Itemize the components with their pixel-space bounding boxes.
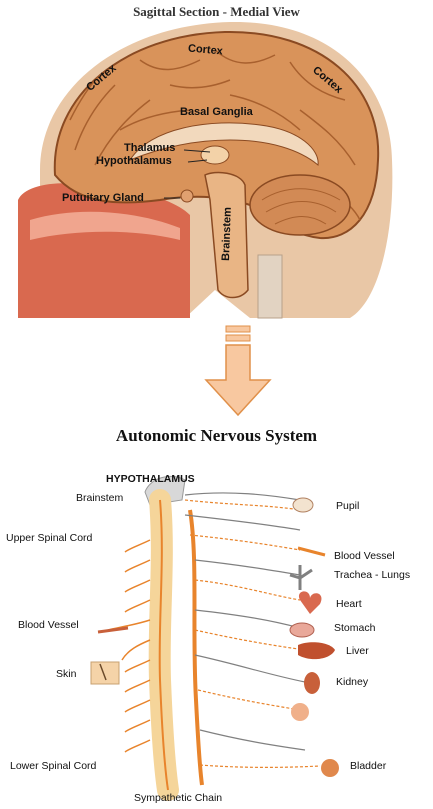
top-title: Sagittal Section - Medial View [0,4,433,20]
blood-vessel-organ [298,548,325,555]
label-basal-ganglia: Basal Ganglia [180,106,253,118]
label-kidney: Kidney [336,676,368,688]
label-blood-vessel-left: Blood Vessel [18,619,79,631]
stomach-organ [290,623,314,637]
intestine-organ [291,703,309,721]
label-bladder: Bladder [350,760,386,772]
label-lower-spinal-cord: Lower Spinal Cord [10,760,96,772]
section-title: Autonomic Nervous System [0,426,433,446]
ans-illustration [91,476,339,790]
skin-swatch [91,662,119,684]
label-trachea-lungs: Trachea - Lungs [334,569,410,581]
label-liver: Liver [346,645,369,657]
bladder-organ [321,759,339,777]
label-skin: Skin [56,668,76,680]
label-thalamus: Thalamus [124,142,175,154]
down-arrow [206,326,270,415]
label-sympathetic-chain: Sympathetic Chain [134,792,222,804]
label-hypothalamus: Hypothalamus [96,155,172,167]
label-brainstem: Brainstem [220,207,234,261]
pituitary-gland [181,190,193,202]
liver-organ [298,642,335,659]
cerebellum [250,175,350,235]
pupil-organ [293,498,313,512]
label-blood-vessel-right: Blood Vessel [334,550,395,562]
label-stomach: Stomach [334,622,375,634]
heart-organ [299,591,322,614]
trachea-organ [290,565,312,590]
spinal-column [258,255,282,318]
kidney-organ [304,672,320,694]
label-pupil: Pupil [336,500,359,512]
label-hypothalamus-ans: HYPOTHALAMUS [106,473,195,485]
label-heart: Heart [336,598,362,610]
blood-vessel-left-organ [98,628,128,632]
thalamus [201,146,229,164]
label-brainstem-ans: Brainstem [76,492,123,504]
left-nerves [108,540,150,752]
label-upper-spinal-cord: Upper Spinal Cord [6,532,92,544]
label-pituitary: Putuitary Gland [62,192,144,204]
sympathetic-chain-line [190,510,202,785]
